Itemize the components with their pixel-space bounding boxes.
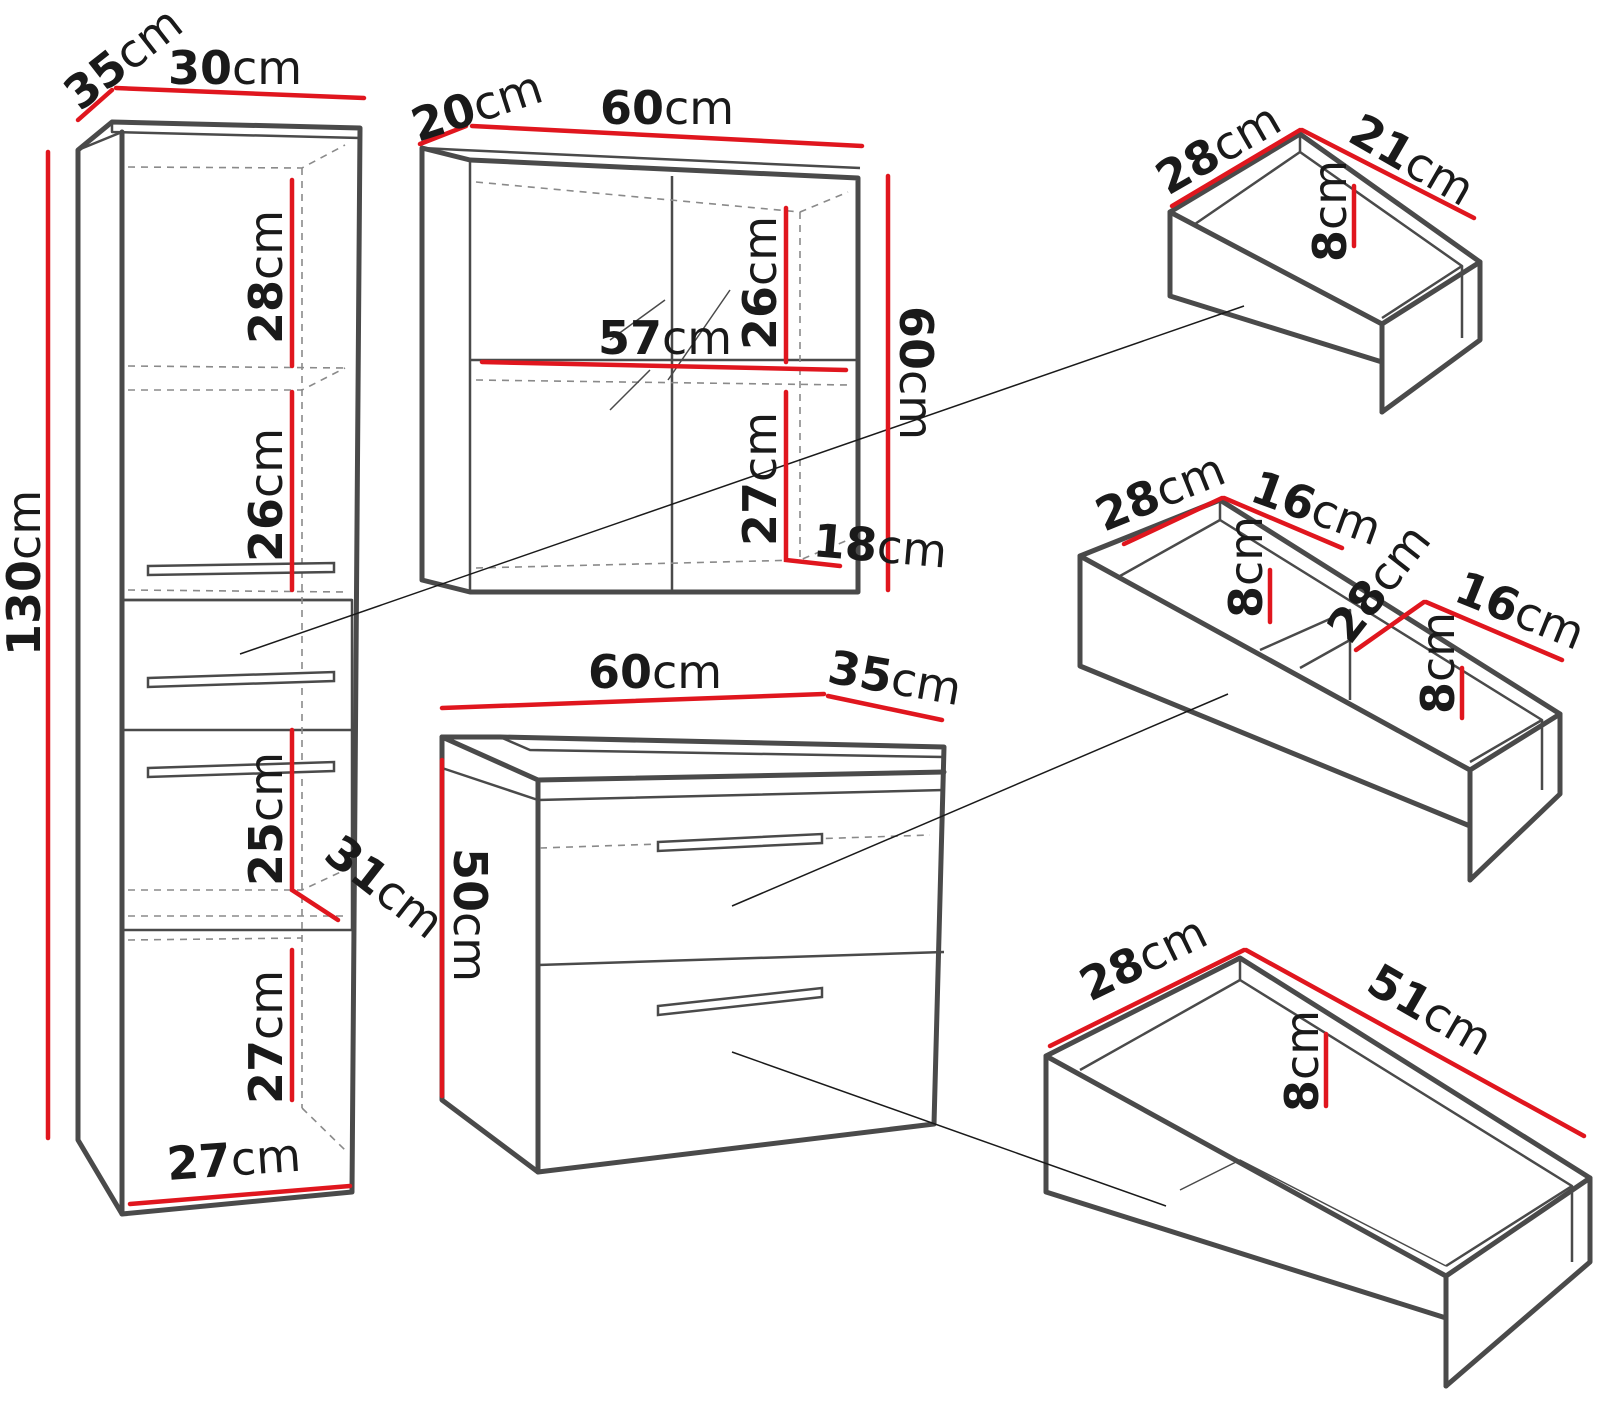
handle-icon	[146, 561, 336, 577]
wall-shelf-depth-label: 18cm	[811, 513, 949, 578]
drawer-small-width-label: 21cm	[1341, 103, 1484, 217]
drawer-small-height-label: 8cm	[1303, 160, 1357, 262]
handle-icon	[656, 832, 824, 853]
vanity-depth-label: 35cm	[824, 640, 965, 716]
tall-shelf-1-label: 28cm	[239, 210, 293, 344]
drawer-large-height-label: 8cm	[1275, 1010, 1329, 1112]
handle-icon	[146, 670, 336, 689]
tall-height-label: 130cm	[0, 490, 51, 656]
drawer-large	[1043, 955, 1593, 1389]
wall-height-label: 60cm	[889, 306, 943, 440]
drawer-split-right-height-label: 8cm	[1411, 612, 1465, 714]
tall-inner-width-label: 27cm	[165, 1128, 303, 1191]
wall-cabinet	[419, 145, 861, 595]
drawer-split-left-height-label: 8cm	[1219, 516, 1273, 618]
tall-shelf-4-label: 27cm	[239, 970, 293, 1104]
drawer-small	[1167, 131, 1483, 415]
dimension-lines	[45, 85, 1587, 1207]
wall-width-label: 60cm	[600, 81, 734, 135]
vanity-cabinet	[439, 734, 947, 1175]
tall-cabinet	[75, 119, 363, 1217]
drawer-large-depth-label: 28cm	[1071, 905, 1215, 1012]
vanity-width-label: 60cm	[588, 645, 722, 699]
wall-lower-shelf-label: 27cm	[733, 412, 787, 546]
tall-shelf-2-label: 26cm	[239, 428, 293, 562]
wall-inner-width-label: 57cm	[598, 311, 732, 365]
handle-icon	[146, 760, 336, 779]
wall-upper-shelf-label: 26cm	[733, 216, 787, 350]
tall-width-label: 30cm	[168, 41, 302, 95]
handle-icon	[656, 986, 824, 1017]
leader-lines	[239, 305, 1245, 1207]
dimension-labels: 35cm 30cm 130cm 28cm 26cm 25cm 31cm 27cm…	[0, 0, 1592, 1191]
drawer-split	[1077, 497, 1563, 883]
drawer-split-right-width-label: 16cm	[1448, 560, 1593, 660]
wall-depth-label: 20cm	[405, 60, 549, 153]
drawer-small-depth-label: 28cm	[1147, 92, 1290, 206]
tall-shelf-3-label: 25cm	[239, 752, 293, 886]
vanity-height-label: 50cm	[443, 848, 497, 982]
